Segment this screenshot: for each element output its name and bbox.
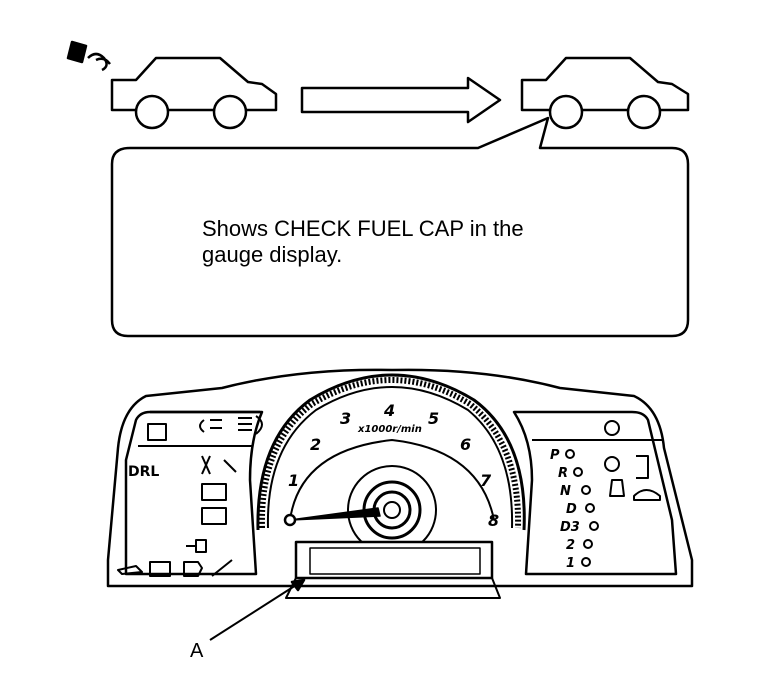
door-open-icon — [633, 489, 661, 501]
wrench-icon — [211, 559, 233, 577]
high-beam-icon — [238, 415, 263, 435]
indicator-box-2 — [201, 507, 227, 525]
left-panel-icons — [117, 415, 263, 577]
right-panel — [512, 410, 678, 576]
gear-p: P — [550, 448, 560, 463]
fuel-cap-icon — [66, 40, 111, 72]
gear-n: N — [560, 484, 571, 499]
pointer-label-a: A — [190, 640, 204, 662]
oil-pressure-icon — [117, 565, 143, 575]
tach-number: 6 — [460, 435, 471, 454]
tach-number: 5 — [428, 409, 439, 428]
tpms-icon — [201, 455, 237, 475]
gear-1: 1 — [566, 556, 575, 571]
tach-number: 7 — [480, 471, 492, 490]
parking-light-icon — [199, 419, 222, 433]
fog-light-icon — [147, 423, 167, 441]
transition-arrow — [300, 76, 502, 124]
brake-icon — [604, 420, 620, 436]
tach-number: 1 — [288, 471, 299, 490]
gear-2: 2 — [566, 538, 575, 553]
left-panel — [124, 410, 264, 576]
gear-r: R — [558, 466, 568, 481]
drl-label: DRL — [128, 464, 159, 480]
tach-number: 3 — [340, 409, 351, 428]
callout-bubble — [110, 116, 690, 338]
airbag-icon — [636, 455, 649, 479]
tach-number: 8 — [488, 511, 499, 530]
gear-d3: D3 — [560, 520, 580, 535]
callout-text: Shows CHECK FUEL CAP in the gauge displa… — [202, 216, 642, 268]
indicator-box-1 — [201, 483, 227, 501]
check-engine-icon — [183, 561, 203, 577]
tach-number: 4 — [383, 401, 395, 420]
right-panel-icons — [565, 420, 661, 567]
key-icon — [186, 539, 207, 553]
pointer-a — [209, 579, 305, 641]
tach-unit: x1000r/min — [357, 424, 422, 435]
callout-line-2: gauge display. — [202, 242, 343, 267]
seatbelt-icon — [609, 479, 625, 497]
battery-icon — [149, 561, 171, 577]
car-before-icon — [110, 56, 278, 130]
tach-number: 2 — [310, 435, 321, 454]
car-after-icon — [520, 56, 690, 130]
callout-line-1: Shows CHECK FUEL CAP in the — [202, 216, 524, 241]
tachometer — [256, 373, 526, 555]
warning-icon — [604, 456, 620, 472]
gear-d: D — [566, 502, 577, 517]
